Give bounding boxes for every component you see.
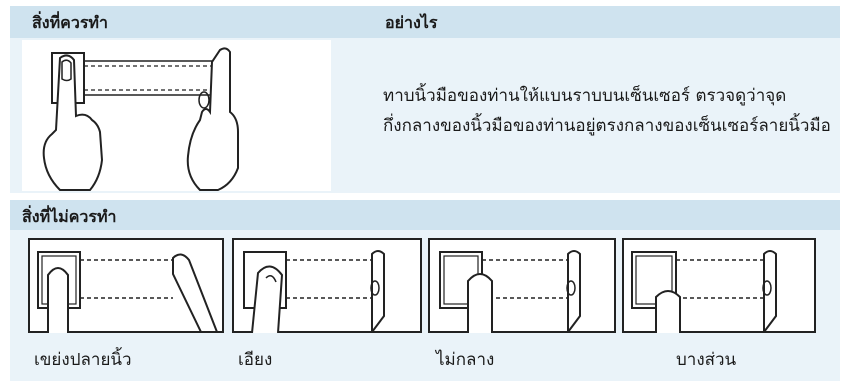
dont-panel-partial — [622, 238, 816, 333]
right-hand-icon — [186, 47, 239, 191]
thumb-outline — [198, 91, 210, 109]
placement-instructions: ทาบนิ้วมือของท่านให้แบนราบบนเซ็นเซอร์ ตร… — [383, 86, 831, 136]
col-header-how: อย่างไร — [385, 13, 438, 32]
tip-illustration — [28, 238, 224, 333]
do-illustration-cell — [22, 40, 331, 191]
dont-caption-slanted: เอียง — [238, 350, 273, 370]
dont-panel-offcenter — [428, 238, 616, 333]
finger-icon — [467, 273, 493, 333]
offcenter-illustration — [428, 238, 616, 333]
dont-section-title: สิ่งที่ไม่ควรทำ — [22, 207, 117, 226]
correct-placement-illustration — [42, 47, 239, 191]
left-hand-icon — [42, 54, 104, 191]
dont-caption-tip: เขย่งปลายนิ้ว — [34, 350, 132, 370]
fingertip-outline — [61, 59, 72, 82]
slanted-illustration — [232, 238, 422, 333]
side-hand-icon — [172, 253, 219, 333]
finger-icon — [655, 290, 681, 333]
dont-section-header: สิ่งที่ไม่ควรทำ — [10, 200, 840, 230]
dont-caption-offcenter: ไม่กลาง — [436, 350, 495, 370]
partial-illustration — [622, 238, 816, 333]
dont-panel-slanted — [232, 238, 422, 333]
table-header: สิ่งที่ควรทำ อย่างไร — [10, 6, 840, 38]
col-header-do: สิ่งที่ควรทำ — [32, 13, 108, 32]
finger-icon — [251, 265, 284, 333]
dont-caption-partial: บางส่วน — [676, 350, 737, 370]
finger-icon — [47, 267, 69, 333]
dont-panel-tip — [28, 238, 224, 333]
